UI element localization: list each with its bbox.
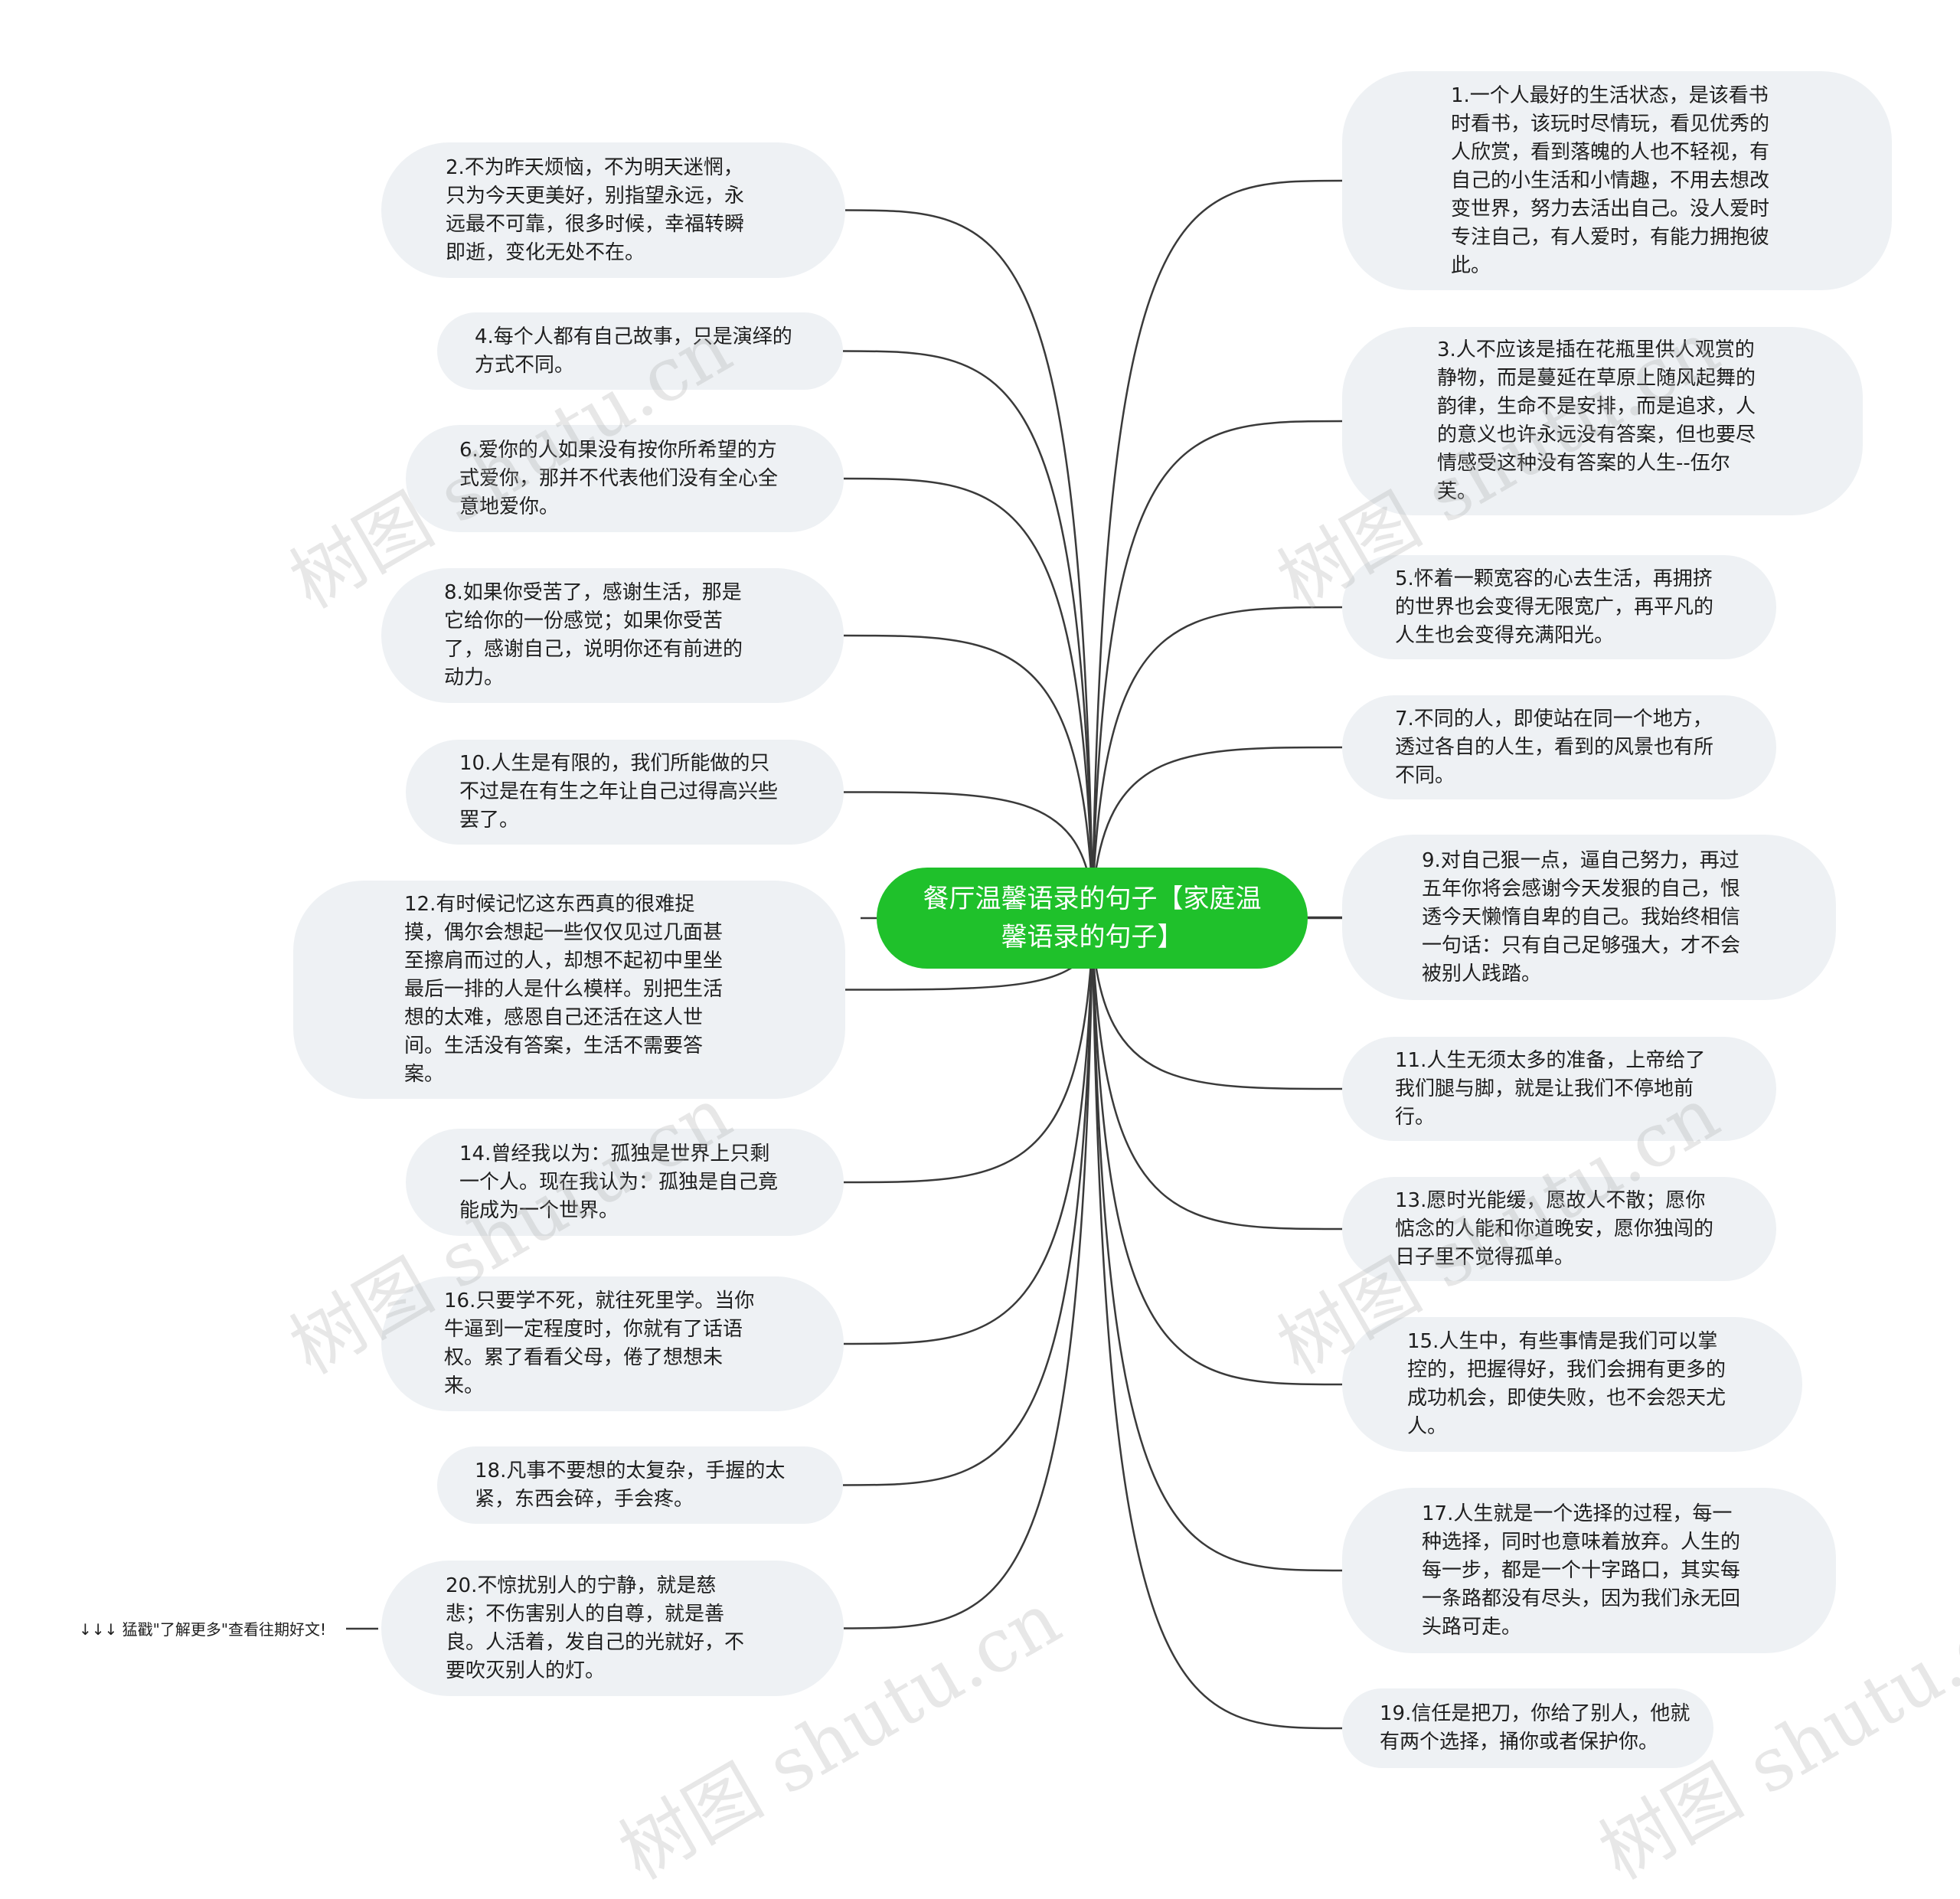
topic-node-text: 17.人生就是一个选择的过程，每一种选择，同时也意味着放弃。人生的每一步，都是一… [1422,1502,1741,1639]
topic-node-16[interactable]: 16.只要学不死，就往死里学。当你牛逼到一定程度时，你就有了话语权。累了看看父母… [381,1276,844,1411]
connector-4 [842,350,1094,899]
topic-node-text: 14.曾经我以为：孤独是世界上只剩一个人。现在我认为：孤独是自己竟能成为一个世界… [459,1142,779,1222]
connector-13 [1091,937,1343,1231]
connector-17 [1091,937,1343,1572]
mind-map: 餐厅温馨语录的句子【家庭温馨语录的句子】 2.不为昨天烦恼，不为明天迷惘，只为今… [79,71,1960,1896]
topic-node-text: 19.信任是把刀，你给了别人，他就有两个选择，捅你或者保护你。 [1380,1702,1690,1754]
topic-node-6[interactable]: 6.爱你的人如果没有按你所希望的方式爱你，那并不代表他们没有全心全意地爱你。 [406,425,844,532]
topic-node-text: 12.有时候记忆这东西真的很难捉摸，偶尔会想起一些仅仅见过几面甚至擦肩而过的人，… [404,893,724,1086]
topic-node-4[interactable]: 4.每个人都有自己故事，只是演绎的方式不同。 [437,312,843,390]
topic-node-text: 18.凡事不要想的太复杂，手握的太紧，东西会碎，手会疼。 [475,1459,786,1511]
root-topic[interactable]: 餐厅温馨语录的句子【家庭温馨语录的句子】 [877,868,1308,969]
topic-node-text: 13.愿时光能缓，愿故人不散；愿你惦念的人能和你道晚安，愿你独闯的日子里不觉得孤… [1395,1188,1714,1269]
topic-node-20[interactable]: 20.不惊扰别人的宁静，就是慈悲；不伤害别人的自尊，就是善良。人活着，发自己的光… [381,1561,844,1696]
topic-node-2[interactable]: 2.不为昨天烦恼，不为明天迷惘，只为今天更美好，别指望永远，永远最不可靠，很多时… [381,142,845,278]
topic-node-text: 11.人生无须太多的准备，上帝给了我们腿与脚，就是让我们不停地前行。 [1395,1048,1706,1129]
topic-node-10[interactable]: 10.人生是有限的，我们所能做的只不过是在有生之年让自己过得高兴些罢了。 [406,740,844,845]
root-topic-label: 餐厅温馨语录的句子【家庭温馨语录的句子】 [923,884,1262,953]
connector-18 [842,937,1094,1486]
topic-node-18[interactable]: 18.凡事不要想的太复杂，手握的太紧，东西会碎，手会疼。 [437,1446,843,1524]
connector-2 [844,209,1094,899]
topic-node-19[interactable]: 19.信任是把刀，你给了别人，他就有两个选择，捅你或者保护你。 [1342,1688,1713,1768]
connector-19 [1091,937,1343,1730]
topic-node-text: 16.只要学不死，就往死里学。当你牛逼到一定程度时，你就有了话语权。累了看看父母… [444,1289,755,1397]
topic-node-text: 5.怀着一颗宽容的心去生活，再拥挤的世界也会变得无限宽广，再平凡的人生也会变得充… [1395,567,1714,647]
topic-node-text: 10.人生是有限的，我们所能做的只不过是在有生之年让自己过得高兴些罢了。 [459,752,779,832]
connector-6 [843,477,1094,899]
connector-16 [843,937,1094,1345]
topic-node-text: 7.不同的人，即使站在同一个地方，透过各自的人生，看到的风景也有所不同。 [1395,707,1714,787]
topic-node-text: 8.如果你受苦了，感谢生活，那是它给你的一份感觉；如果你受苦了，感谢自己，说明你… [444,581,743,689]
topic-node-text: 1.一个人最好的生活状态，是该看书时看书，该玩时尽情玩，看见优秀的人欣赏，看到落… [1451,83,1770,277]
connector-14 [843,937,1094,1184]
footer-note: ↓↓↓ 猛戳"了解更多"查看往期好文! [79,1617,326,1639]
topic-node-text: 4.每个人都有自己故事，只是演绎的方式不同。 [475,325,792,377]
topic-node-11[interactable]: 11.人生无须太多的准备，上帝给了我们腿与脚，就是让我们不停地前行。 [1342,1037,1776,1141]
topic-node-3[interactable]: 3.人不应该是插在花瓶里供人观赏的静物，而是蔓延在草原上随风起舞的韵律，生命不是… [1342,327,1863,515]
topic-node-17[interactable]: 17.人生就是一个选择的过程，每一种选择，同时也意味着放弃。人生的每一步，都是一… [1342,1488,1836,1653]
footer-note-text: ↓↓↓ 猛戳"了解更多"查看往期好文! [79,1620,327,1639]
topic-node-15[interactable]: 15.人生中，有些事情是我们可以掌控的，把握得好，我们会拥有更多的成功机会，即使… [1342,1317,1802,1452]
topic-node-9[interactable]: 9.对自己狠一点，逼自己努力，再过五年你将会感谢今天发狠的自己，恨透今天懒惰自卑… [1342,835,1836,1000]
topic-node-12[interactable]: 12.有时候记忆这东西真的很难捉摸，偶尔会想起一些仅仅见过几面甚至擦肩而过的人，… [293,881,845,1099]
topic-node-text: 9.对自己狠一点，逼自己努力，再过五年你将会感谢今天发狠的自己，恨透今天懒惰自卑… [1422,848,1741,985]
connector-11 [1091,937,1343,1090]
connector-20 [843,937,1094,1629]
topic-node-8[interactable]: 8.如果你受苦了，感谢生活，那是它给你的一份感觉；如果你受苦了，感谢自己，说明你… [381,568,844,703]
connector-7 [1091,746,1343,899]
topic-node-1[interactable]: 1.一个人最好的生活状态，是该看书时看书，该玩时尽情玩，看见优秀的人欣赏，看到落… [1342,71,1892,290]
connector-8 [843,634,1094,899]
connector-5 [1091,606,1343,899]
connector-15 [1091,937,1343,1386]
topic-node-7[interactable]: 7.不同的人，即使站在同一个地方，透过各自的人生，看到的风景也有所不同。 [1342,695,1776,799]
topic-node-text: 3.人不应该是插在花瓶里供人观赏的静物，而是蔓延在草原上随风起舞的韵律，生命不是… [1437,338,1756,503]
topic-node-text: 2.不为昨天烦恼，不为明天迷惘，只为今天更美好，别指望永远，永远最不可靠，很多时… [446,155,745,264]
topic-node-13[interactable]: 13.愿时光能缓，愿故人不散；愿你惦念的人能和你道晚安，愿你独闯的日子里不觉得孤… [1342,1177,1776,1281]
topic-node-5[interactable]: 5.怀着一颗宽容的心去生活，再拥挤的世界也会变得无限宽广，再平凡的人生也会变得充… [1342,555,1776,659]
topic-node-text: 15.人生中，有些事情是我们可以掌控的，把握得好，我们会拥有更多的成功机会，即使… [1407,1330,1726,1438]
topic-node-text: 20.不惊扰别人的宁静，就是慈悲；不伤害别人的自尊，就是善良。人活着，发自己的光… [446,1574,745,1682]
connector-10 [843,791,1094,899]
topic-node-14[interactable]: 14.曾经我以为：孤独是世界上只剩一个人。现在我认为：孤独是自己竟能成为一个世界… [406,1129,844,1236]
topic-node-text: 6.爱你的人如果没有按你所希望的方式爱你，那并不代表他们没有全心全意地爱你。 [459,438,779,518]
connector-1 [1091,179,1343,899]
connector-3 [1091,420,1343,899]
